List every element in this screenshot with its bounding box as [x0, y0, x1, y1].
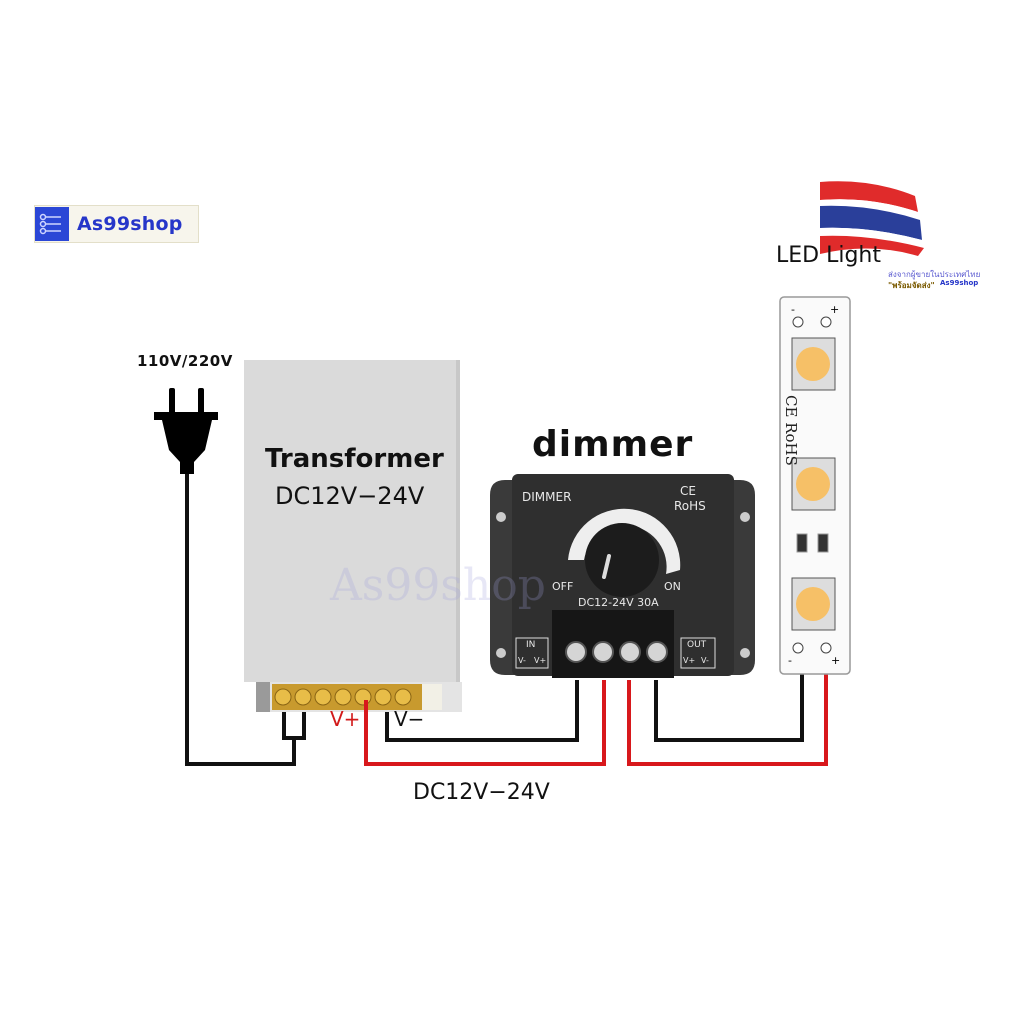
strip-bottom-neg: - — [788, 654, 792, 667]
on-label: ON — [664, 580, 681, 593]
in-label: IN — [526, 640, 536, 650]
strip-top-pos: + — [830, 303, 840, 316]
output-voltage-label: DC12V−24V — [413, 780, 550, 805]
wire-negative-in — [385, 680, 579, 742]
wire-positive-out — [627, 648, 828, 766]
led-light-label: LED Light — [776, 243, 881, 268]
transformer — [244, 360, 462, 712]
dimmer-knob[interactable] — [585, 523, 659, 597]
dimmer-title: dimmer — [532, 424, 694, 465]
out-terminal-neg: V- — [701, 656, 709, 665]
transformer-voltage: DC12V−24V — [275, 482, 425, 510]
v-plus-label: V+ — [330, 707, 361, 731]
transformer-title: Transformer — [265, 444, 444, 474]
rohs-mark: RoHS — [674, 499, 706, 513]
led-strip — [779, 296, 851, 675]
ce-mark: CE — [680, 484, 696, 498]
strip-bottom-pos: + — [831, 654, 841, 667]
watermark: As99shop — [330, 560, 546, 611]
led-chip — [791, 577, 836, 631]
badge-thai-line1: ส่งจากผู้ขายในประเทศไทย — [888, 270, 981, 279]
transformer-body — [244, 360, 460, 682]
v-minus-label: V− — [394, 707, 425, 731]
wires — [185, 474, 828, 766]
dimmer-scale-arc — [568, 508, 681, 574]
wire-negative-out — [654, 648, 804, 742]
brand-name: As99shop — [77, 213, 183, 235]
badge-shop-name: As99shop — [940, 279, 979, 287]
brand-logo: As99shop — [34, 205, 199, 243]
dimmer-device — [490, 474, 755, 678]
wire-positive-in — [364, 680, 606, 766]
out-terminal-pos: V+ — [683, 656, 696, 665]
badge-thai-line2: "พร้อมจัดส่ง" — [888, 281, 935, 290]
dimmer-brand-label: DIMMER — [522, 490, 572, 504]
knob-indicator — [602, 554, 611, 579]
led-chip — [791, 337, 836, 391]
circuit-icon — [35, 207, 69, 241]
wire-mains-2 — [294, 712, 306, 740]
off-label: OFF — [552, 580, 574, 593]
out-label: OUT — [687, 640, 707, 650]
dimmer-rating: DC12-24V 30A — [578, 596, 659, 609]
mains-voltage-label: 110V/220V — [137, 352, 233, 370]
led-chip — [791, 457, 836, 511]
power-plug-icon — [154, 388, 218, 474]
thai-flag-icon — [820, 181, 924, 256]
in-terminal-neg: V- — [518, 656, 526, 665]
strip-cert-text: CE RoHS — [782, 395, 800, 466]
in-terminal-pos: V+ — [534, 656, 547, 665]
strip-top-neg: - — [791, 303, 795, 316]
wire-mains-1 — [185, 474, 296, 766]
